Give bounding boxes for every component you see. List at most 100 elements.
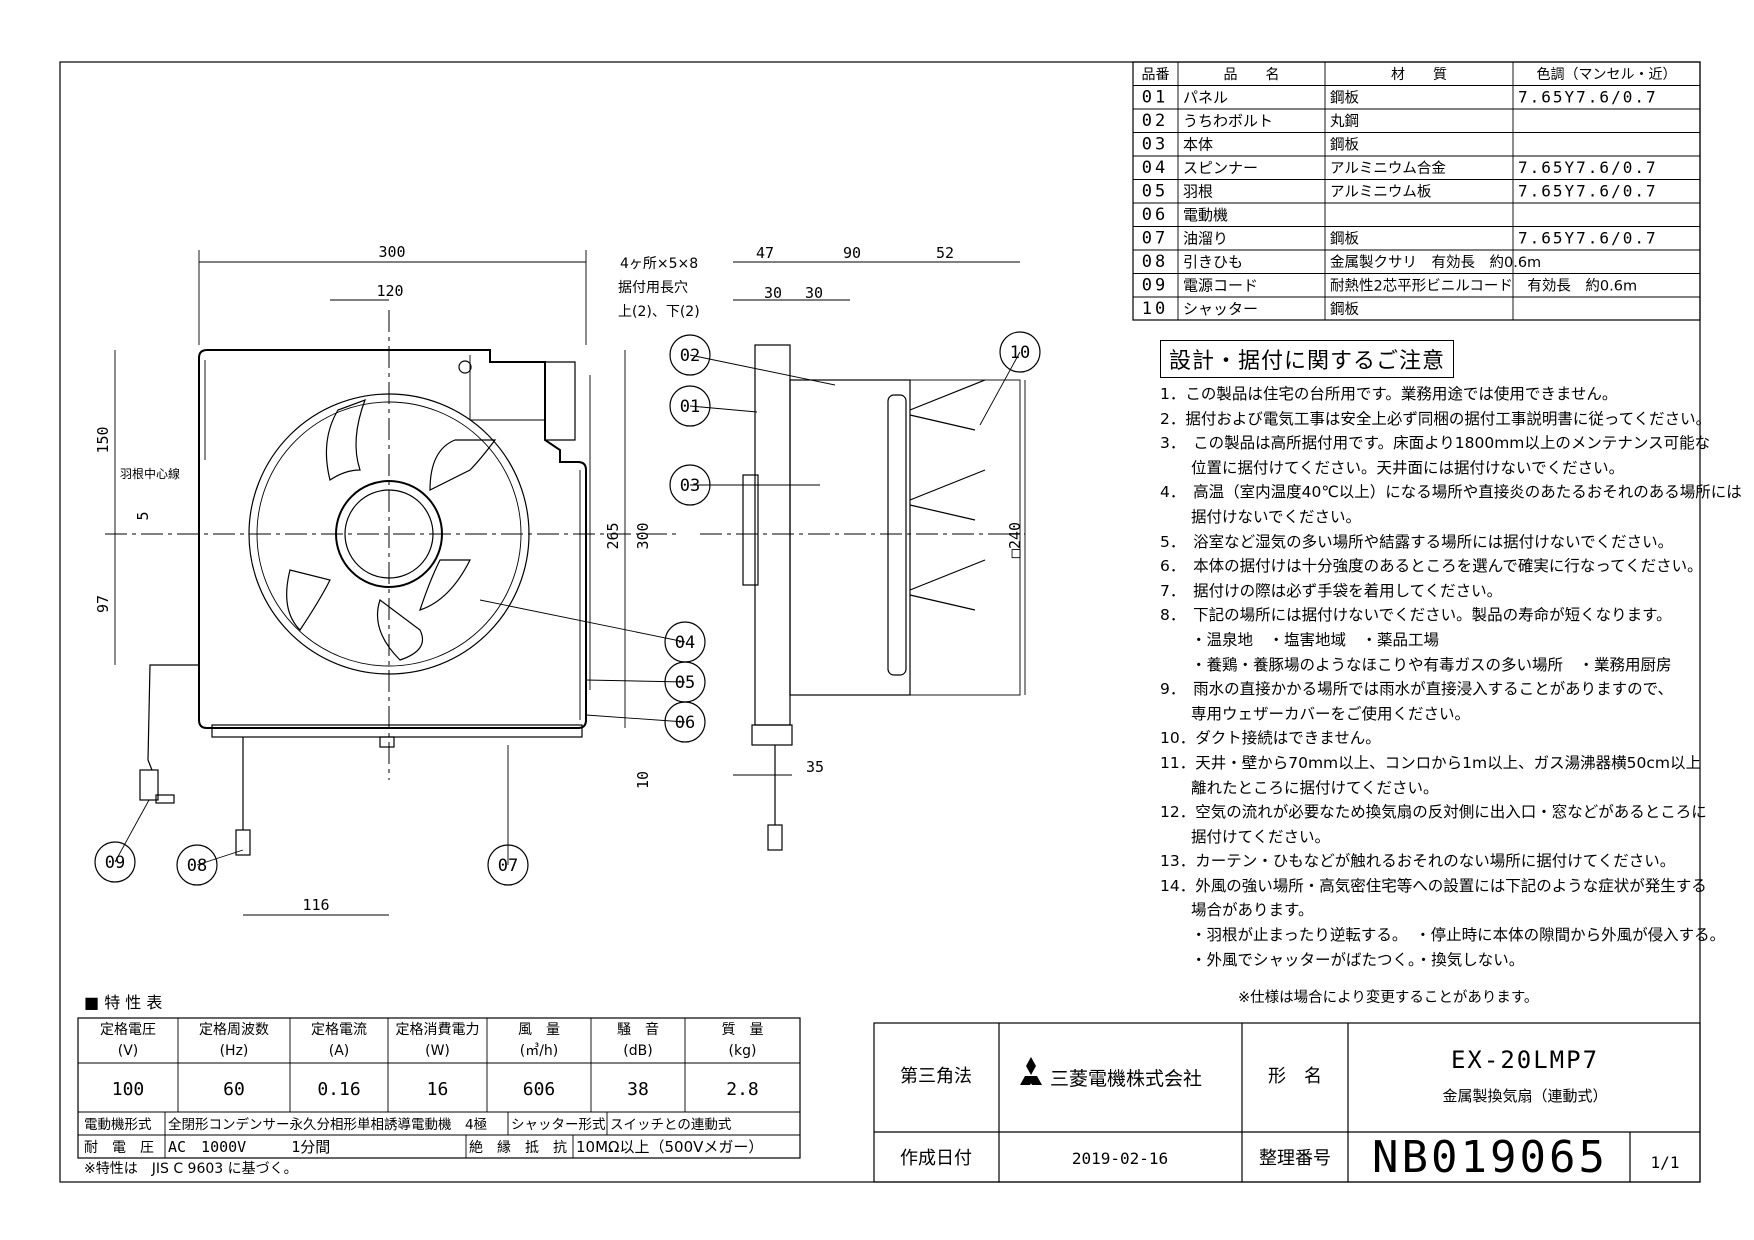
hole-note-3: 上(2)、下(2) [618, 304, 700, 320]
callout-02: 02 [680, 346, 700, 366]
spec-header-unit: (Hz) [220, 1043, 249, 1059]
parts-table-color: 7.65Y7.6/0.7 [1518, 229, 1658, 248]
parts-table-name: 電源コード [1183, 277, 1258, 295]
motor-type-label: 電動機形式 [84, 1117, 152, 1133]
fan-center-label: 羽根中心線 [120, 466, 180, 481]
parts-table-name: 引きひも [1183, 253, 1243, 271]
callout-leader [979, 351, 1021, 426]
spec-header: 定格電流 [311, 1022, 367, 1038]
parts-table-material: 丸鋼 [1330, 113, 1359, 130]
spec-table-grid [77, 1017, 801, 1159]
insulation-label: 絶 縁 抵 抗 [469, 1140, 567, 1156]
parts-table-no: 03 [1142, 135, 1168, 155]
dim-offset-120: 120 [376, 282, 403, 300]
parts-table-name: シャッター [1183, 300, 1258, 318]
spec-value: 0.16 [317, 1079, 360, 1100]
parts-table-no: 02 [1142, 111, 1168, 131]
parts-table-color: 7.65Y7.6/0.7 [1518, 158, 1658, 177]
dim-h10: 10 [634, 771, 652, 789]
callout-leader [689, 405, 758, 413]
parts-table-no: 04 [1142, 158, 1168, 178]
parts-table-material: アルミニウム板 [1330, 183, 1432, 201]
model-number: EX-20LMP7 [1451, 1046, 1599, 1074]
dimension-lines [114, 250, 1026, 916]
callout-circle [669, 334, 711, 376]
spec-header: 定格消費電力 [396, 1022, 480, 1038]
withstand-label: 耐 電 圧 [84, 1140, 154, 1156]
parts-table-no: 09 [1142, 276, 1168, 296]
dim-d35: 35 [806, 758, 824, 776]
spec-header-unit: (dB) [623, 1043, 652, 1059]
callout-06: 06 [675, 713, 695, 733]
callout-08: 08 [187, 856, 207, 876]
dim-h265: 265 [604, 522, 622, 549]
hole-note-1: 4ヶ所×5×8 [620, 256, 698, 272]
parts-table-material: 鋼板 [1330, 136, 1359, 154]
callout-circle [669, 385, 711, 427]
spec-header: 定格周波数 [199, 1022, 269, 1038]
parts-table-name: スピンナー [1183, 159, 1258, 177]
parts-table [1132, 61, 1701, 321]
callout-circle [669, 464, 711, 506]
spec-header: 風 量 [518, 1022, 560, 1038]
motor-type-value: 全閉形コンデンサー永久分相形単相誘導電動機 4極 [168, 1116, 487, 1133]
dim-h5: 5 [134, 511, 152, 520]
parts-table-no: 01 [1142, 88, 1168, 108]
insulation-value: 10MΩ以上（500Vメガー） [576, 1138, 763, 1156]
parts-table-material: 耐熱性2芯平形ビニルコード 有効長 約0.6m [1330, 278, 1637, 295]
doc-number-label: 整理番号 [1259, 1148, 1331, 1169]
callout-leader [114, 799, 150, 863]
parts-table-name: 本体 [1183, 136, 1213, 154]
dim-w116: 116 [302, 896, 329, 914]
dim-d30b: 30 [805, 284, 823, 302]
spec-table-title: ■ 特 性 表 [84, 993, 162, 1012]
callout-leader [585, 679, 686, 683]
callout-leader [196, 849, 244, 866]
dim-d47: 47 [756, 244, 774, 262]
callout-09: 09 [105, 853, 125, 873]
parts-table-color: 7.65Y7.6/0.7 [1518, 88, 1658, 107]
parts-table-no: 06 [1142, 205, 1168, 225]
callout-circle [176, 844, 218, 886]
parts-table-name: パネル [1183, 89, 1228, 107]
callout-03: 03 [680, 476, 700, 496]
parts-table-name: 油溜り [1183, 230, 1228, 248]
spec-note: ※特性は JIS C 9603 に基づく。 [84, 1160, 298, 1177]
spec-value: 60 [223, 1079, 245, 1100]
dim-d90: 90 [843, 244, 861, 262]
parts-table-color: 7.65Y7.6/0.7 [1518, 182, 1658, 201]
hole-note-2: 据付用長穴 [618, 280, 688, 296]
mitsubishi-logo-icon [1020, 1057, 1042, 1085]
company-name: 三菱電機株式会社 [1050, 1068, 1202, 1090]
doc-number: NB019065 [1372, 1132, 1608, 1183]
callout-07: 07 [498, 856, 518, 876]
spec-header: 質 量 [722, 1022, 764, 1038]
front-view [105, 310, 680, 856]
model-label: 形 名 [1268, 1066, 1322, 1087]
dim-h97: 97 [94, 595, 112, 613]
callout-circle [487, 844, 529, 886]
spec-header-unit: (W) [425, 1043, 450, 1059]
callout-circle [664, 701, 706, 743]
spec-header: 騒 音 [617, 1021, 659, 1038]
callout-leader [689, 354, 836, 386]
parts-table-material: 鋼板 [1330, 230, 1359, 248]
callout-circle [999, 331, 1041, 373]
parts-table-header: 材 質 [1391, 67, 1447, 83]
parts-table-header: 品 名 [1224, 67, 1280, 83]
sheet-number: 1/1 [1651, 1153, 1680, 1172]
parts-table-no: 05 [1142, 182, 1168, 202]
sheet-border [59, 61, 1701, 1183]
callout-04: 04 [675, 633, 695, 653]
parts-table-no: 10 [1142, 299, 1168, 319]
dim-width-300: 300 [378, 243, 405, 261]
spec-value: 100 [112, 1079, 145, 1100]
side-view [700, 344, 1025, 851]
parts-table-name: うちわボルト [1183, 112, 1273, 130]
dim-d52: 52 [936, 244, 954, 262]
withstand-value: AC 1000V 1分間 [168, 1138, 330, 1156]
parts-table-name: 電動機 [1183, 206, 1228, 224]
spec-value: 16 [427, 1079, 449, 1100]
